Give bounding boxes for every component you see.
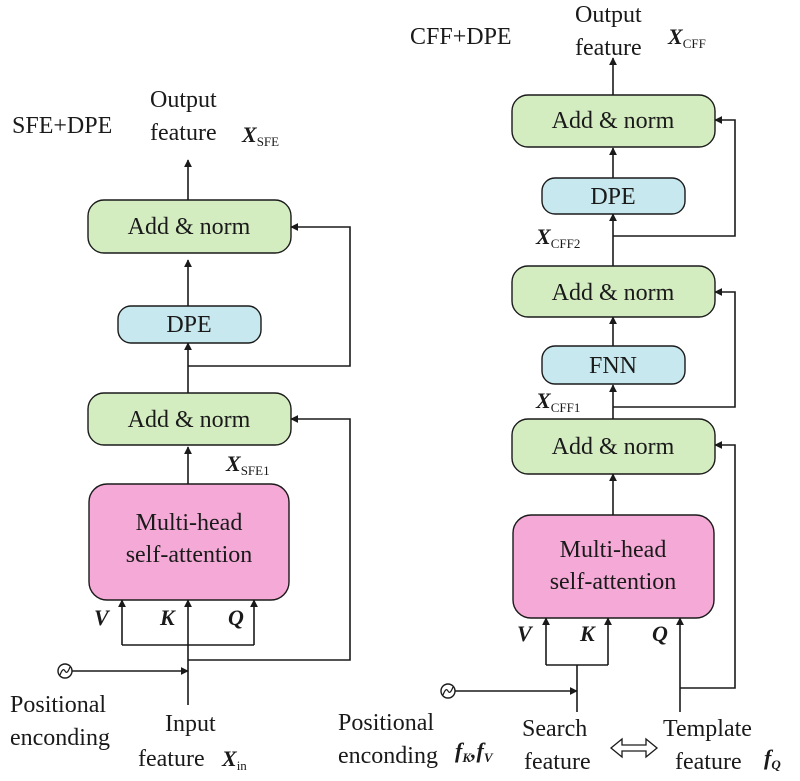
sfe-residual-2: [188, 223, 351, 367]
sfe-output-label-line1: Output: [150, 87, 217, 113]
cff-search-trunk: [546, 664, 608, 712]
sfe-residual-1: [188, 415, 351, 661]
sfe-q-label: Q: [228, 605, 244, 630]
cff-positional-label-line2: enconding: [338, 743, 438, 769]
sfe-attention-label-line2: self-attention: [126, 542, 253, 568]
cff-var2: XCFF2: [535, 224, 580, 251]
cff-var1: XCFF1: [535, 388, 580, 415]
cff-template-label-line1: Template: [663, 716, 752, 742]
cff-q-label: Q: [652, 621, 668, 646]
sfe-block: SFE+DPE Output feature XSFE Add & norm D…: [10, 87, 351, 773]
cff-fnn-box: [541, 345, 686, 385]
sfe-dpe-label: DPE: [166, 312, 211, 338]
sfe-add-norm-bottom-label: Add & norm: [128, 407, 251, 433]
cff-add-norm-bottom-label: Add & norm: [552, 434, 675, 460]
cff-search-label-line1: Search: [522, 716, 587, 742]
sfe-dpe-box: [117, 305, 262, 344]
sfe-v-label: V: [94, 605, 111, 630]
sfe-output-var: XSFE: [241, 122, 279, 149]
cff-attention-box: [512, 514, 715, 619]
sfe-attention-box: [88, 483, 290, 601]
cff-output-label-line2: feature: [575, 35, 642, 61]
cff-add-norm-top: [511, 94, 716, 148]
cff-positional-encoding-icon: [440, 683, 456, 699]
cff-attention-label-line1: Multi-head: [560, 537, 667, 563]
sfe-input-var: Xin: [221, 746, 247, 773]
cff-v-label: V: [517, 621, 534, 646]
cff-output-label-line1: Output: [575, 2, 642, 28]
cff-output-var: XCFF: [667, 24, 706, 51]
cff-residual-3: [613, 116, 736, 237]
cff-dpe-label: DPE: [590, 184, 635, 210]
sfe-positional-encoding-icon: [57, 663, 73, 679]
sfe-input-trunk: [122, 644, 254, 705]
cff-add-norm-bottom: [511, 418, 716, 475]
cff-positional-label-line1: Positional: [338, 710, 434, 736]
cff-add-norm-top-label: Add & norm: [552, 108, 675, 134]
sfe-mid-var: XSFE1: [225, 451, 270, 478]
cff-block: CFF+DPE Output feature XCFF Add & norm D…: [338, 2, 781, 775]
sfe-input-label-line1: Input: [165, 711, 216, 737]
sfe-attention-label-line1: Multi-head: [136, 510, 243, 536]
cff-template-label-line2: feature: [675, 749, 742, 775]
cff-fk-fv-label: fK,fV: [455, 738, 494, 765]
sfe-add-norm-top-label: Add & norm: [128, 214, 251, 240]
sfe-positional-label-line1: Positional: [10, 692, 106, 718]
sfe-input-label-line2: feature: [138, 746, 205, 772]
double-arrow-icon: [609, 737, 659, 759]
cff-title: CFF+DPE: [410, 24, 512, 50]
cff-residual-1: [680, 441, 736, 689]
cff-fnn-label: FNN: [589, 353, 637, 379]
sfe-positional-label-line2: enconding: [10, 725, 110, 751]
cff-search-label-line2: feature: [524, 749, 591, 775]
cff-add-norm-mid-label: Add & norm: [552, 280, 675, 306]
cff-attention-label-line2: self-attention: [550, 569, 677, 595]
cff-fq-label: fQ: [764, 745, 781, 772]
sfe-add-norm-bottom: [87, 392, 292, 446]
sfe-k-label: K: [159, 605, 176, 630]
sfe-title: SFE+DPE: [12, 113, 112, 139]
sfe-output-label-line2: feature: [150, 120, 217, 146]
cff-residual-2: [613, 288, 736, 408]
cff-dpe-box: [541, 177, 686, 215]
sfe-add-norm-top: [87, 199, 292, 254]
cff-k-label: K: [579, 621, 596, 646]
cff-add-norm-mid: [511, 265, 716, 318]
